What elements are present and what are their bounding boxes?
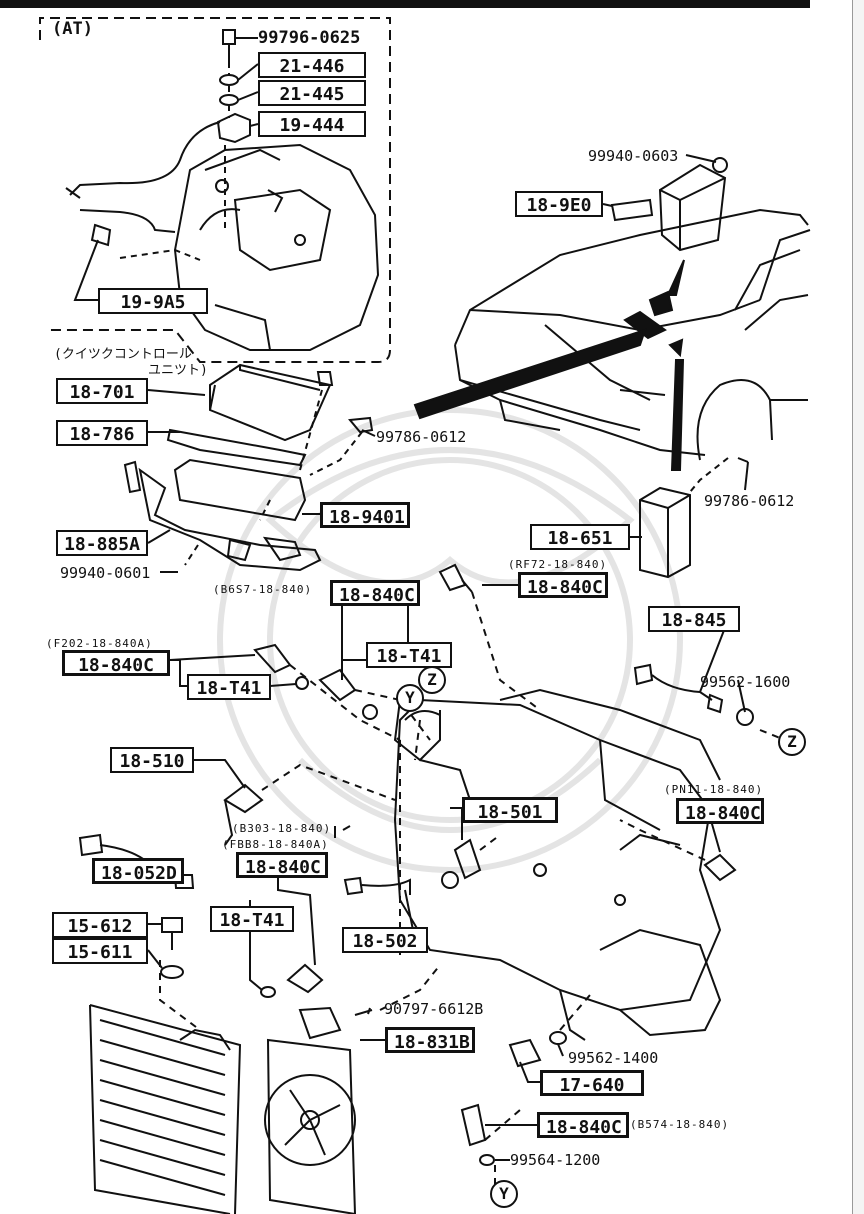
part-15-612[interactable]: 15-612 bbox=[52, 912, 148, 938]
part-18-840c-b303[interactable]: 18-840C bbox=[236, 852, 328, 878]
top-border-rule bbox=[0, 0, 810, 8]
part-18-786[interactable]: 18-786 bbox=[56, 420, 148, 446]
note-b303: (B303-18-840) bbox=[232, 822, 332, 835]
part-18-840c-b574[interactable]: 18-840C bbox=[537, 1112, 629, 1138]
part-18-840c-pn11[interactable]: 18-840C bbox=[676, 798, 764, 824]
vehicle-front-drawing bbox=[454, 208, 811, 461]
part-18-840c-rf72[interactable]: 18-840C bbox=[518, 572, 608, 598]
part-19-444[interactable]: 19-444 bbox=[258, 111, 366, 137]
part-90797-6612b[interactable]: 90797-6612B bbox=[384, 1000, 484, 1018]
part-18-840c-b6s7[interactable]: 18-840C bbox=[330, 580, 420, 606]
sensor-pn11 bbox=[703, 853, 737, 882]
module-18-9e0 bbox=[610, 157, 728, 252]
note-b6s7: (B6S7-18-840) bbox=[213, 583, 313, 596]
sensor-b574 bbox=[460, 1103, 487, 1147]
sensor-18-845 bbox=[633, 663, 724, 714]
part-18-831b[interactable]: 18-831B bbox=[385, 1027, 475, 1053]
part-17-640[interactable]: 17-640 bbox=[540, 1070, 644, 1096]
part-18-651[interactable]: 18-651 bbox=[530, 524, 630, 550]
part-18-9401[interactable]: 18-9401 bbox=[320, 502, 410, 528]
at-section-label: (AT) bbox=[52, 19, 93, 39]
sensor-18-502 bbox=[343, 876, 411, 896]
note-pn11: (PN11-18-840) bbox=[664, 783, 764, 796]
sensor-b303 bbox=[286, 963, 324, 994]
part-99562-1600[interactable]: 99562-1600 bbox=[700, 673, 791, 691]
sensor-17-640 bbox=[508, 1038, 542, 1068]
part-19-9a5[interactable]: 19-9A5 bbox=[98, 288, 208, 314]
callout-y-upper[interactable]: Y bbox=[396, 684, 424, 712]
quick-control-unit bbox=[123, 363, 374, 572]
bolt-15-612 bbox=[161, 917, 183, 950]
quick-control-label-2: ユニツト) bbox=[148, 363, 208, 378]
page-edge-strip bbox=[852, 0, 864, 1214]
callout-z-right[interactable]: Z bbox=[778, 728, 806, 756]
note-fbb8: (FBB8-18-840A) bbox=[222, 838, 329, 851]
automatic-transmission-drawing bbox=[173, 143, 380, 351]
part-18-052d[interactable]: 18-052D bbox=[92, 858, 184, 884]
callout-z-upper[interactable]: Z bbox=[418, 666, 446, 694]
unit-18-651 bbox=[639, 486, 691, 579]
cooling-fan bbox=[264, 1006, 357, 1214]
part-18-845[interactable]: 18-845 bbox=[648, 606, 740, 632]
part-18-501[interactable]: 18-501 bbox=[462, 797, 558, 823]
quick-control-label-1: (クイツクコントロール bbox=[54, 347, 192, 362]
note-b574: (B574-18-840) bbox=[630, 1118, 730, 1131]
part-99564-1200[interactable]: 99564-1200 bbox=[510, 1151, 601, 1169]
callout-y-lower[interactable]: Y bbox=[490, 1180, 518, 1208]
part-18-701[interactable]: 18-701 bbox=[56, 378, 148, 404]
part-18-840c-f202[interactable]: 18-840C bbox=[62, 650, 170, 676]
radiator bbox=[89, 1004, 242, 1214]
part-99786-0612-b[interactable]: 99786-0612 bbox=[704, 492, 795, 510]
sensor-rf72 bbox=[438, 563, 473, 593]
part-99796-0625[interactable]: 99796-0625 bbox=[258, 28, 361, 48]
sensor-18-501 bbox=[453, 838, 482, 880]
part-18-t41-c[interactable]: 18-T41 bbox=[210, 906, 294, 932]
part-99940-0603[interactable]: 99940-0603 bbox=[588, 147, 679, 165]
at-section-frame bbox=[39, 17, 391, 363]
part-99562-1400[interactable]: 99562-1400 bbox=[568, 1049, 659, 1067]
at-sensor-harness bbox=[65, 112, 251, 247]
location-arrow bbox=[413, 328, 647, 420]
part-18-9e0[interactable]: 18-9E0 bbox=[515, 191, 603, 217]
engine-assembly bbox=[393, 688, 722, 1041]
part-99940-0601[interactable]: 99940-0601 bbox=[60, 564, 151, 582]
part-18-t41-a[interactable]: 18-T41 bbox=[366, 642, 452, 668]
note-rf72: (RF72-18-840) bbox=[508, 558, 608, 571]
part-21-446[interactable]: 21-446 bbox=[258, 52, 366, 78]
part-18-t41-b[interactable]: 18-T41 bbox=[187, 674, 271, 700]
part-21-445[interactable]: 21-445 bbox=[258, 80, 366, 106]
part-18-502[interactable]: 18-502 bbox=[342, 927, 428, 953]
note-f202: (F202-18-840A) bbox=[46, 637, 153, 650]
part-18-885a[interactable]: 18-885A bbox=[56, 530, 148, 556]
watermark-emblem bbox=[217, 407, 683, 873]
part-99786-0612-a[interactable]: 99786-0612 bbox=[376, 428, 467, 446]
part-18-510[interactable]: 18-510 bbox=[110, 747, 194, 773]
part-15-611[interactable]: 15-611 bbox=[52, 938, 148, 964]
